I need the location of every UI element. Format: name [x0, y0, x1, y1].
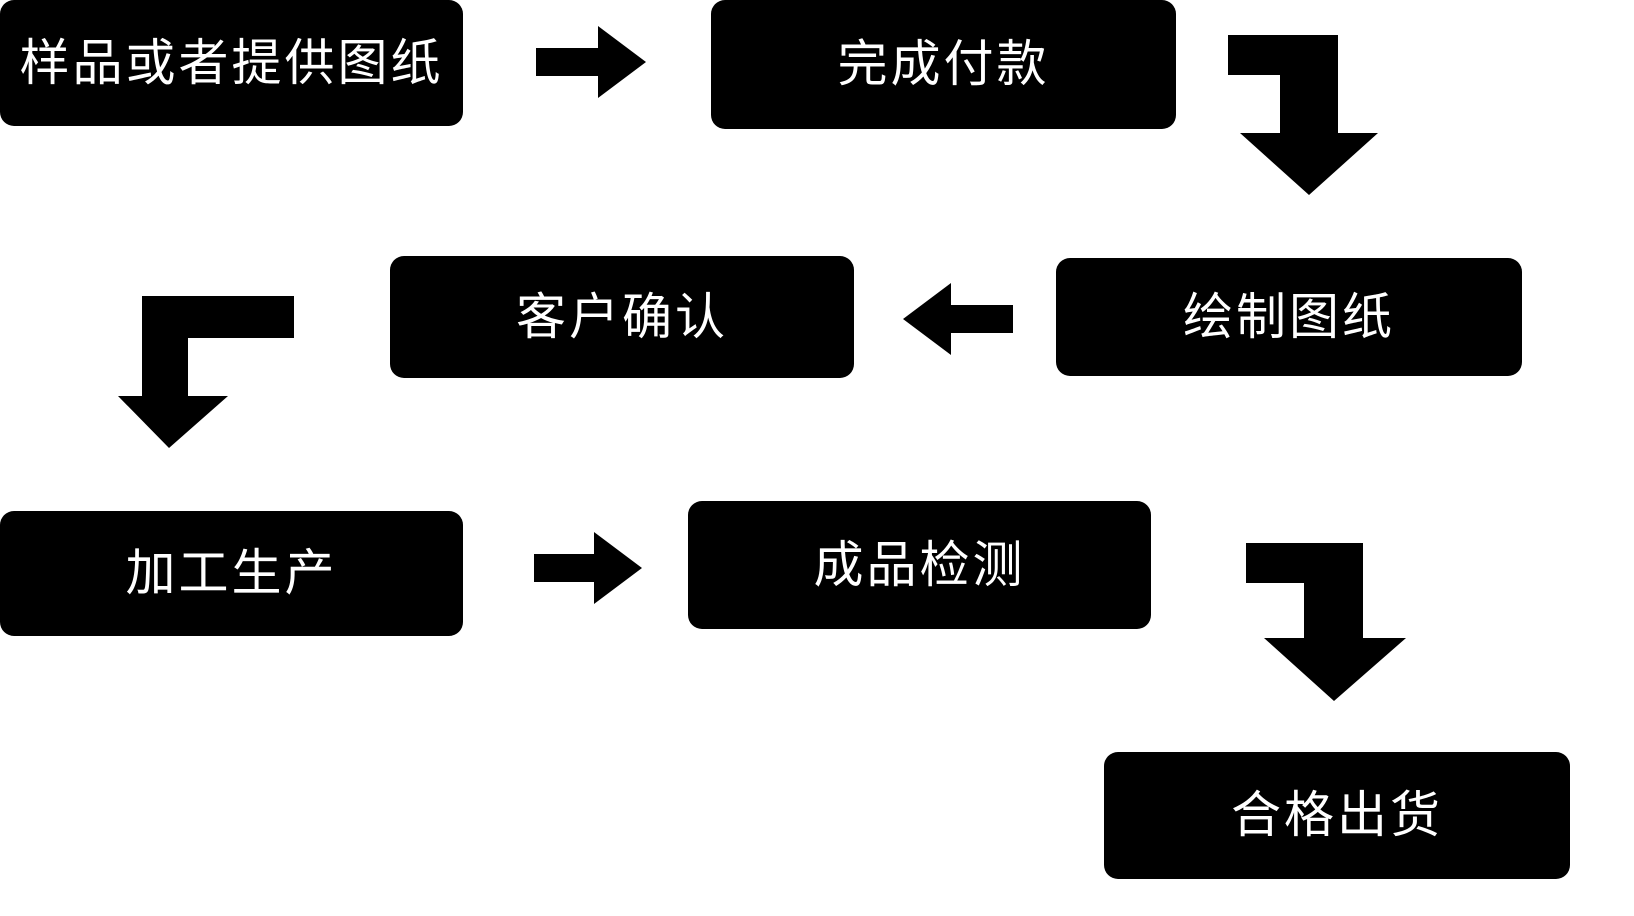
node-label-production: 加工生产	[125, 544, 338, 602]
node-draw-drawing[interactable]: 绘制图纸	[1056, 258, 1522, 376]
node-label-qualified-shipment: 合格出货	[1231, 786, 1443, 844]
arrow-inspection-to-shipment	[1246, 543, 1406, 701]
arrow-confirm-to-production	[118, 296, 294, 448]
node-sample-or-drawing[interactable]: 样品或者提供图纸	[0, 0, 463, 126]
node-label-final-inspection: 成品检测	[813, 535, 1026, 594]
node-complete-payment[interactable]: 完成付款	[711, 0, 1176, 129]
node-production[interactable]: 加工生产	[0, 511, 463, 636]
node-customer-confirm[interactable]: 客户确认	[390, 256, 854, 378]
node-label-customer-confirm: 客户确认	[516, 287, 728, 346]
node-label-complete-payment: 完成付款	[837, 35, 1050, 93]
arrow-sample-to-payment	[536, 26, 646, 98]
node-label-draw-drawing: 绘制图纸	[1183, 287, 1395, 346]
arrow-production-to-inspection	[534, 532, 642, 604]
node-qualified-shipment[interactable]: 合格出货	[1104, 752, 1570, 879]
node-label-sample-or-drawing: 样品或者提供图纸	[19, 33, 444, 92]
node-final-inspection[interactable]: 成品检测	[688, 501, 1151, 629]
arrow-drawing-to-confirm	[903, 283, 1013, 355]
arrow-payment-to-drawing	[1228, 35, 1378, 195]
